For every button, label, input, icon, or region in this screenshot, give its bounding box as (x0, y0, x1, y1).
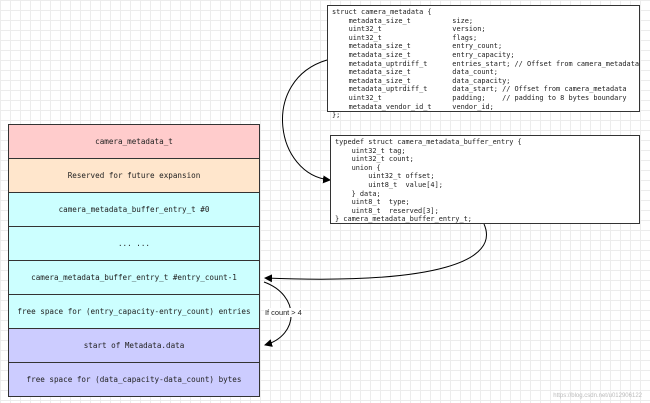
entry-line: typedef struct camera_metadata_buffer_en… (335, 138, 522, 146)
block-label: ... ... (117, 239, 150, 248)
block-entry-0: camera_metadata_buffer_entry_t #0 (8, 192, 260, 227)
entry-line: uint32_t tag; (335, 146, 406, 155)
entry-line: uint8_t type; (335, 198, 410, 207)
watermark: https://blog.csdn.net/u012906122 (553, 393, 642, 399)
block-reserved: Reserved for future expansion (8, 158, 260, 193)
entry-line: } camera_metadata_buffer_entry_t; (335, 215, 472, 224)
entry-line: uint8_t reserved[3]; (335, 206, 439, 215)
block-metadata-data-start: start of Metadata.data (8, 328, 260, 363)
block-camera-metadata-t: camera_metadata_t (8, 124, 260, 159)
struct-line: }; (332, 111, 341, 120)
entry-line: union { (335, 163, 381, 172)
struct-line: metadata_size_t size; (332, 16, 474, 25)
struct-line: metadata_size_t entry_capacity; (332, 50, 515, 59)
block-label: start of Metadata.data (83, 341, 185, 350)
struct-line: metadata_uptrdiff_t data_start; // Offse… (332, 85, 627, 94)
block-label: camera_metadata_buffer_entry_t #0 (58, 205, 210, 214)
entry-line: uint32_t offset; (335, 172, 435, 181)
block-free-entries: free space for (entry_capacity-entry_cou… (8, 294, 260, 329)
block-ellipsis: ... ... (8, 226, 260, 261)
block-label: Reserved for future expansion (67, 171, 201, 180)
connector-struct-to-entry (282, 59, 331, 184)
entry-line: uint32_t count; (335, 155, 414, 164)
block-label: camera_metadata_buffer_entry_t #entry_co… (31, 273, 237, 282)
block-label: camera_metadata_t (95, 137, 173, 146)
struct-line: struct camera_metadata { (332, 8, 432, 16)
struct-line: uint32_t version; (332, 25, 486, 34)
block-free-data: free space for (data_capacity-data_count… (8, 362, 260, 397)
struct-line: metadata_size_t entry_count; (332, 42, 503, 51)
struct-buffer-entry-box: typedef struct camera_metadata_buffer_en… (330, 135, 640, 224)
edge-label-if-count: If count > 4 (264, 308, 303, 317)
entry-line: } data; (335, 189, 381, 198)
struct-line: metadata_uptrdiff_t entries_start; // Of… (332, 59, 639, 68)
block-entry-last: camera_metadata_buffer_entry_t #entry_co… (8, 260, 260, 295)
connector-entry-to-last-entry (264, 223, 487, 283)
struct-line: uint32_t flags; (332, 33, 478, 42)
block-label: free space for (data_capacity-data_count… (26, 375, 242, 384)
block-label: free space for (entry_capacity-entry_cou… (17, 307, 251, 316)
struct-line: metadata_vendor_id_t vendor_id; (332, 102, 494, 111)
struct-line: metadata_size_t data_count; (332, 68, 498, 77)
struct-camera-metadata-box: struct camera_metadata { metadata_size_t… (327, 5, 640, 119)
entry-line: uint8_t value[4]; (335, 180, 443, 189)
struct-line: uint32_t padding; // padding to 8 bytes … (332, 93, 627, 102)
struct-line: metadata_size_t data_capacity; (332, 76, 511, 85)
